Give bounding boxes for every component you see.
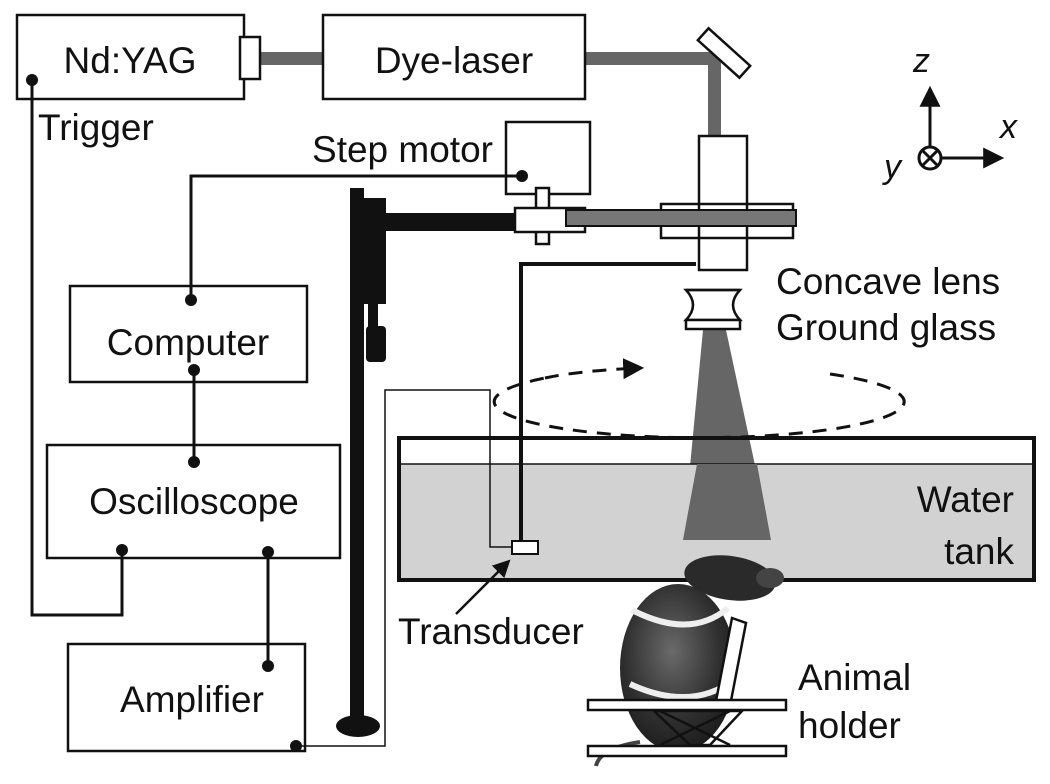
- nd-yag-laser: Nd:YAG: [15, 13, 262, 101]
- transducer-pointer: [455, 559, 511, 615]
- animal-holder: [586, 616, 788, 758]
- concave-lens: [683, 288, 743, 322]
- animal-label: Animal: [798, 657, 911, 698]
- mirror: [696, 26, 752, 80]
- transducer-cable: [296, 389, 512, 747]
- step-motor: Step motor: [312, 120, 592, 196]
- lens-tube: [565, 134, 797, 272]
- transducer-arm: [519, 262, 696, 541]
- oscilloscope-label: Oscilloscope: [89, 481, 299, 522]
- transducer: [511, 540, 539, 555]
- vertical-stand: [336, 188, 386, 737]
- y-axis-label: y: [882, 148, 903, 186]
- trigger-label: Trigger: [38, 107, 154, 148]
- mouse-icon: [594, 555, 784, 767]
- wiring: [30, 80, 522, 666]
- water-label: Water: [917, 479, 1014, 520]
- x-axis-label: x: [998, 108, 1018, 146]
- beam-in-water: [683, 464, 771, 540]
- dye-laser-label: Dye-laser: [375, 40, 533, 81]
- z-axis-label: z: [912, 42, 930, 80]
- connection-dots: [26, 74, 528, 752]
- step-motor-label: Step motor: [312, 129, 493, 170]
- holder-label: holder: [798, 705, 901, 746]
- concave-lens-label: Concave lens: [776, 261, 1000, 302]
- dye-laser: Dye-laser: [321, 13, 587, 101]
- amplifier-label: Amplifier: [120, 679, 264, 720]
- computer-label: Computer: [107, 322, 269, 363]
- tank-label: tank: [944, 531, 1014, 572]
- nd-yag-label: Nd:YAG: [64, 40, 197, 81]
- ground-glass-label: Ground glass: [776, 307, 996, 348]
- transducer-label: Transducer: [398, 611, 584, 652]
- ground-glass: [684, 318, 742, 331]
- axes-indicator: [917, 85, 1005, 171]
- rotation-path: [492, 358, 906, 440]
